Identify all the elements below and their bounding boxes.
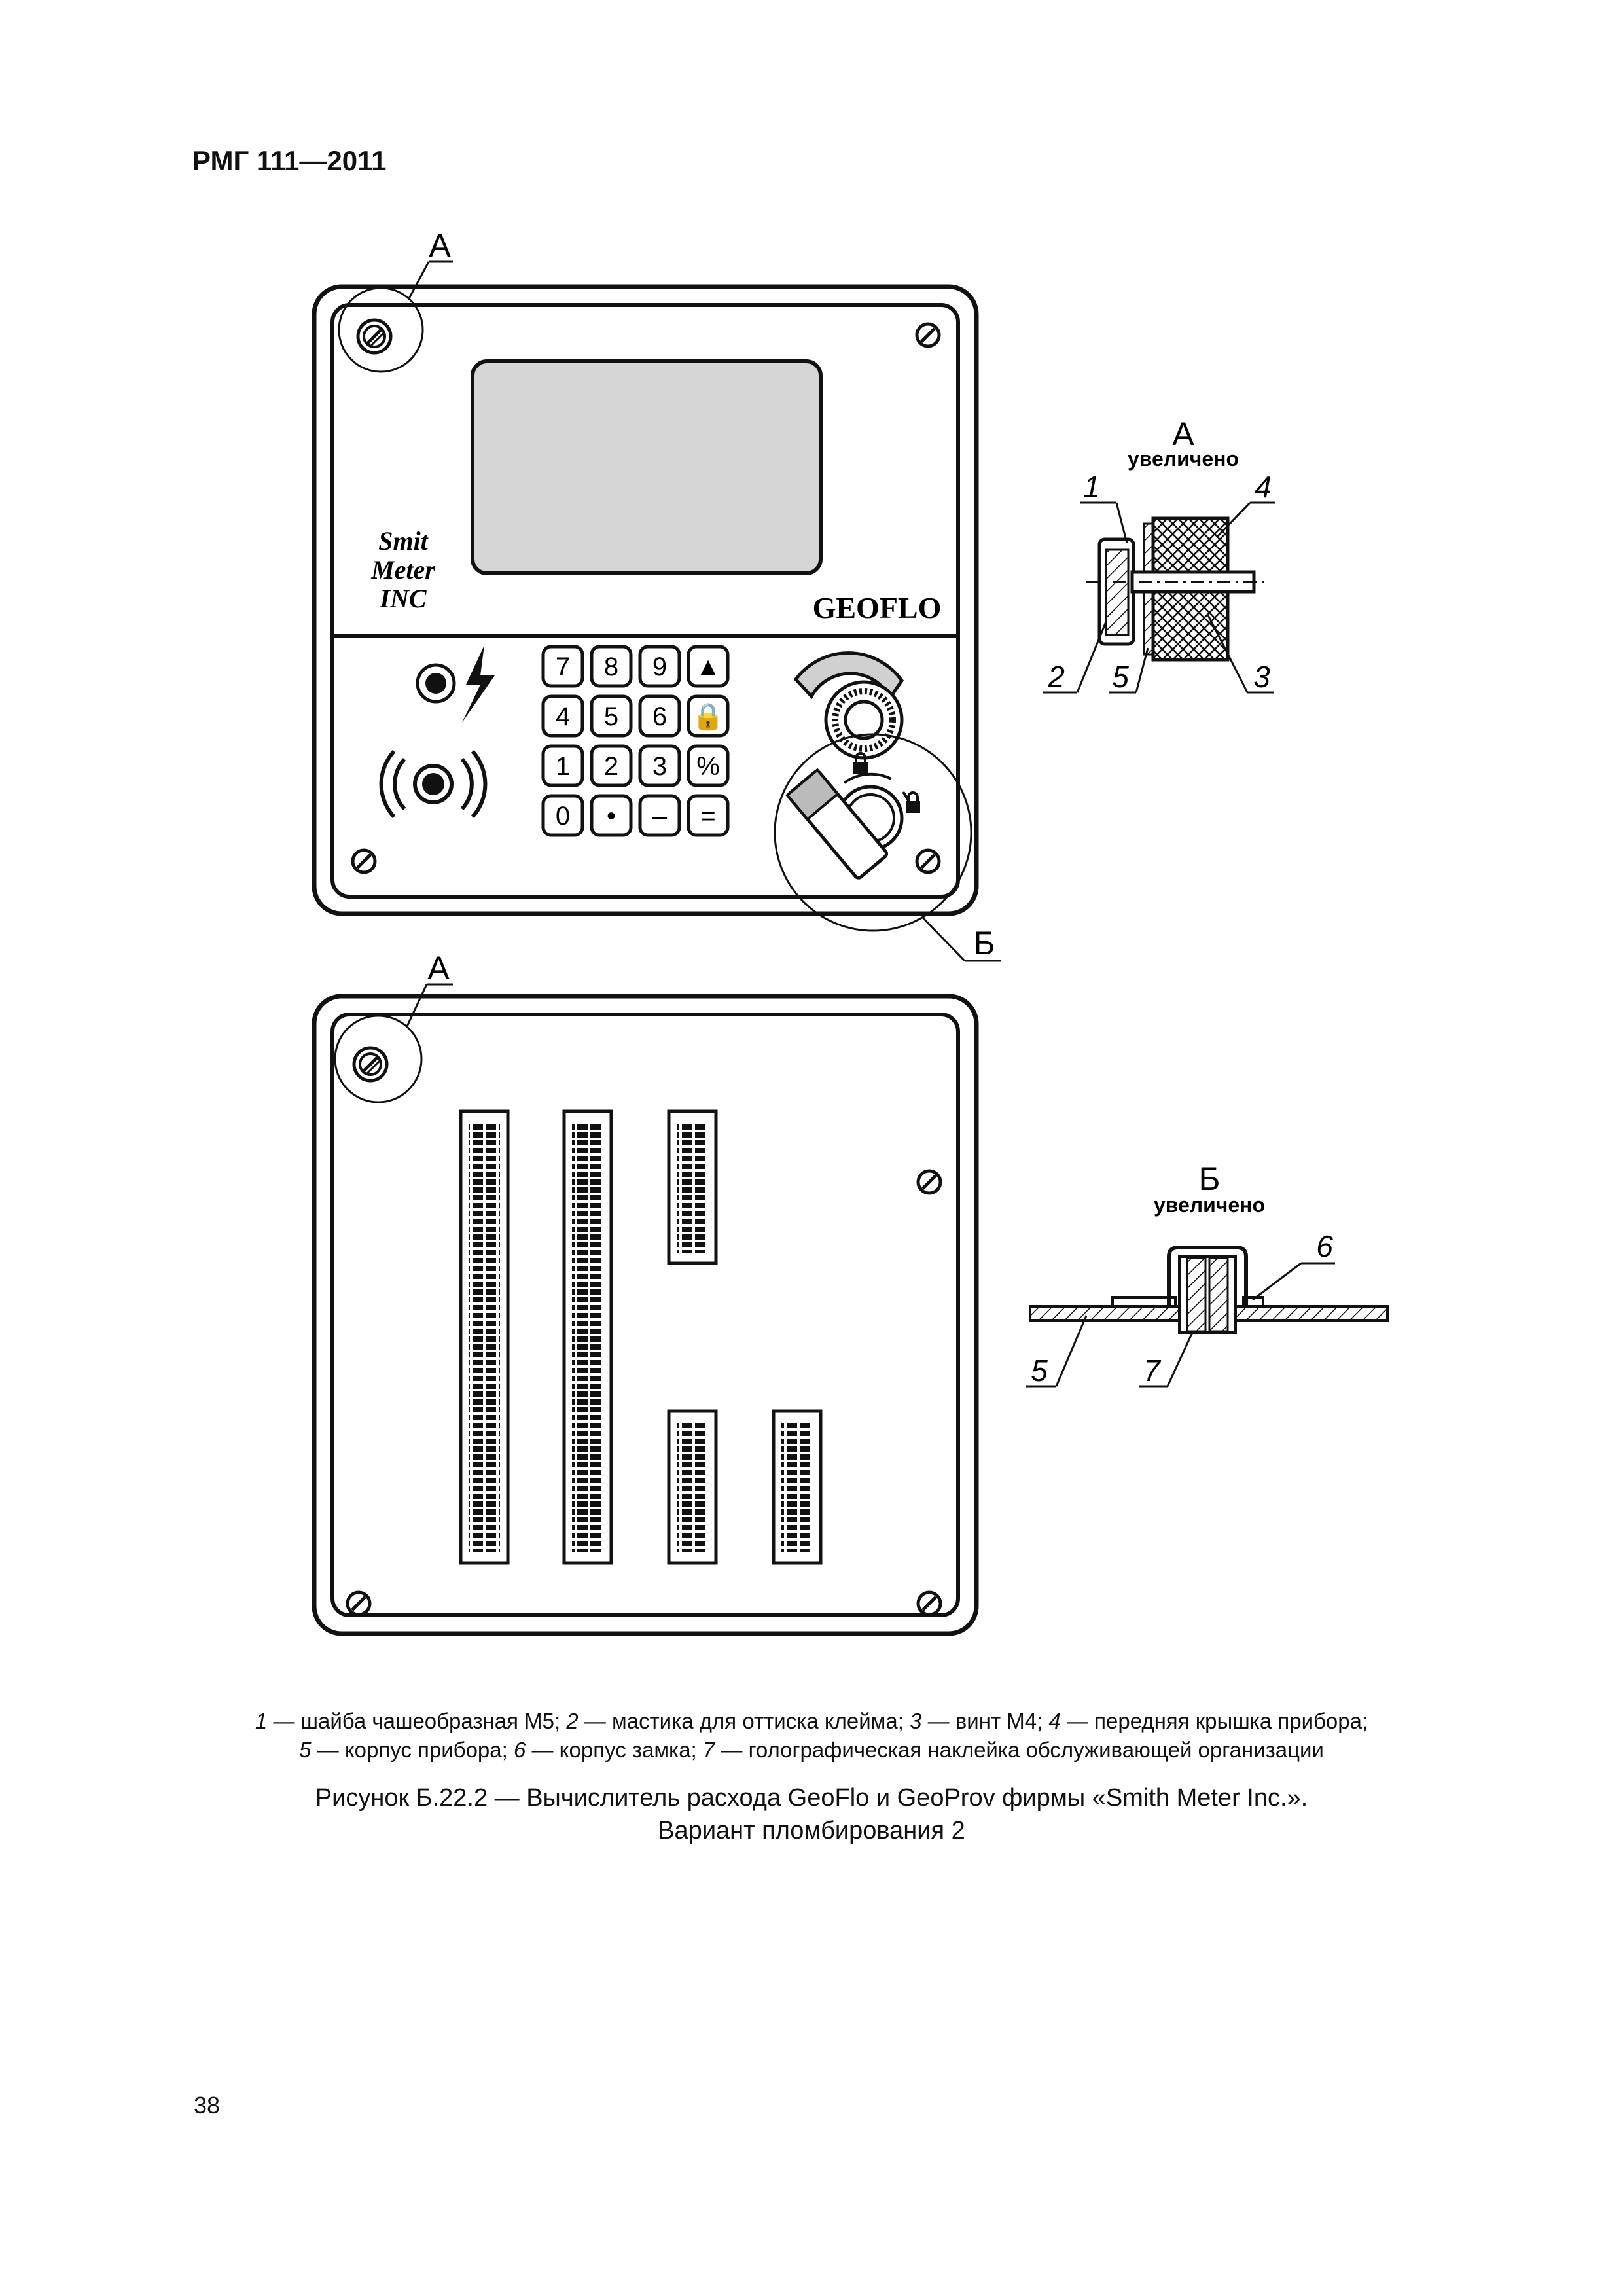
terminal-block xyxy=(667,1109,718,1265)
keypad-key: 2 xyxy=(590,744,633,787)
device-back-panel: А xyxy=(312,950,979,1636)
keypad-key: • xyxy=(590,794,633,837)
keypad-key-label: ▲ xyxy=(695,653,721,681)
keypad-key: 9 xyxy=(638,645,681,688)
detail-a-label-4: 4 xyxy=(1255,470,1272,504)
brand-line-2: Meter xyxy=(370,555,435,584)
detail-b-label-7: 7 xyxy=(1143,1354,1161,1388)
keypad-key-label: 8 xyxy=(604,653,618,681)
indicator-led-icon xyxy=(416,663,456,704)
detail-b-title: Б xyxy=(1199,1160,1221,1197)
keypad-key-label: 3 xyxy=(652,752,667,781)
screw-icon xyxy=(918,1592,940,1615)
keypad-key: 1 xyxy=(541,744,584,787)
screw-icon xyxy=(358,320,391,353)
keypad-key: ▲ xyxy=(687,645,730,688)
keypad: 7 8 9 ▲ 4 5 6 🔒 1 2 3% 0 • – = xyxy=(541,645,730,837)
keypad-key-label: % xyxy=(696,752,720,781)
figure-legend: 1 — шайба чашеобразная М5; 2 — мастика д… xyxy=(118,1707,1505,1765)
detail-a-subtitle: увеличено xyxy=(1128,447,1239,471)
detail-a-label-1: 1 xyxy=(1083,470,1100,504)
detail-a-title: А xyxy=(1172,416,1194,452)
detail-a-label-2: 2 xyxy=(1047,660,1065,694)
screw-icon xyxy=(348,1592,370,1615)
document-header: РМГ 111—2011 xyxy=(192,145,387,176)
keypad-key-label: 7 xyxy=(556,653,570,681)
keypad-key-label: 5 xyxy=(604,702,618,731)
keypad-key: – xyxy=(638,794,681,837)
keypad-key-label: 1 xyxy=(556,752,570,781)
terminal-block xyxy=(667,1409,718,1565)
keypad-key-label: • xyxy=(607,802,616,831)
screw-icon xyxy=(354,1048,387,1081)
keypad-key-label: 6 xyxy=(652,702,667,731)
rotary-knob-icon xyxy=(793,651,904,760)
callout-a-label: А xyxy=(427,950,450,986)
detail-b-label-6: 6 xyxy=(1316,1229,1333,1263)
detail-a: А увеличено 1 4 2 5 3 xyxy=(1043,416,1275,694)
callout-a-label: А xyxy=(429,227,451,264)
keypad-key: 🔒 xyxy=(687,694,730,738)
figure-title-line-2: Вариант пломбирования 2 xyxy=(658,1817,965,1844)
keypad-key-label: 9 xyxy=(652,653,667,681)
lock-icon xyxy=(853,752,868,774)
brand-line-1: Smit xyxy=(378,526,429,556)
keypad-key-label: 4 xyxy=(556,702,570,731)
keypad-key: 0 xyxy=(541,794,584,837)
keypad-key-label: 2 xyxy=(604,752,618,781)
keypad-key-label: = xyxy=(700,802,715,831)
technical-figure: Smit Meter INC GEOFLO А 7 8 9 ▲ 4 5 6 🔒 1 2 3% 0 • xyxy=(312,227,1389,1636)
screw-icon xyxy=(917,324,939,346)
keypad-key: 4 xyxy=(541,694,584,738)
detail-b-label-5: 5 xyxy=(1031,1354,1048,1388)
figure-title: Рисунок Б.22.2 — Вычислитель расхода Geo… xyxy=(118,1782,1505,1847)
keypad-key: 8 xyxy=(590,645,633,688)
screw-icon xyxy=(353,850,375,872)
callout-b-circle xyxy=(774,733,972,932)
page-number: 38 xyxy=(194,2092,221,2119)
lightning-icon xyxy=(462,645,495,723)
lock-icon xyxy=(906,791,920,813)
terminal-block xyxy=(772,1409,823,1565)
lcd-display xyxy=(471,359,823,575)
screw-icon xyxy=(918,1171,940,1193)
detail-a-label-3: 3 xyxy=(1253,660,1270,694)
keypad-key: 3 xyxy=(638,744,681,787)
keypad-key-label: 🔒 xyxy=(692,702,724,731)
keypad-key-label: – xyxy=(652,802,668,831)
brand-line-3: INC xyxy=(379,584,427,613)
screw-icon xyxy=(917,850,939,872)
device-front-panel: Smit Meter INC GEOFLO А 7 8 9 ▲ 4 5 6 🔒 1 2 3% 0 • xyxy=(312,227,1001,962)
keypad-key: 7 xyxy=(541,645,584,688)
keypad-key: 6 xyxy=(638,694,681,738)
terminal-block xyxy=(459,1109,510,1565)
figure-title-line-1: Рисунок Б.22.2 — Вычислитель расхода Geo… xyxy=(315,1784,1308,1812)
legend-line-1: 1 — шайба чашеобразная М5; 2 — мастика д… xyxy=(255,1709,1368,1733)
keypad-key: 5 xyxy=(590,694,633,738)
keypad-key: = xyxy=(687,794,730,837)
legend-line-2: 5 — корпус прибора; 6 — корпус замка; 7 … xyxy=(299,1738,1324,1762)
keypad-key: % xyxy=(687,744,730,787)
callout-a-circle xyxy=(334,1014,423,1103)
terminal-block xyxy=(562,1109,613,1565)
detail-b-subtitle: увеличено xyxy=(1154,1193,1265,1217)
signal-icon xyxy=(379,749,488,819)
detail-a-label-5: 5 xyxy=(1112,660,1129,694)
model-name: GEOFLO xyxy=(813,591,942,624)
callout-a-circle xyxy=(338,287,424,373)
keypad-key-label: 0 xyxy=(556,802,570,831)
detail-b: Б увеличено 6 5 7 xyxy=(1026,1160,1389,1388)
key-lock-icon xyxy=(785,752,920,880)
callout-b-label: Б xyxy=(974,925,995,961)
